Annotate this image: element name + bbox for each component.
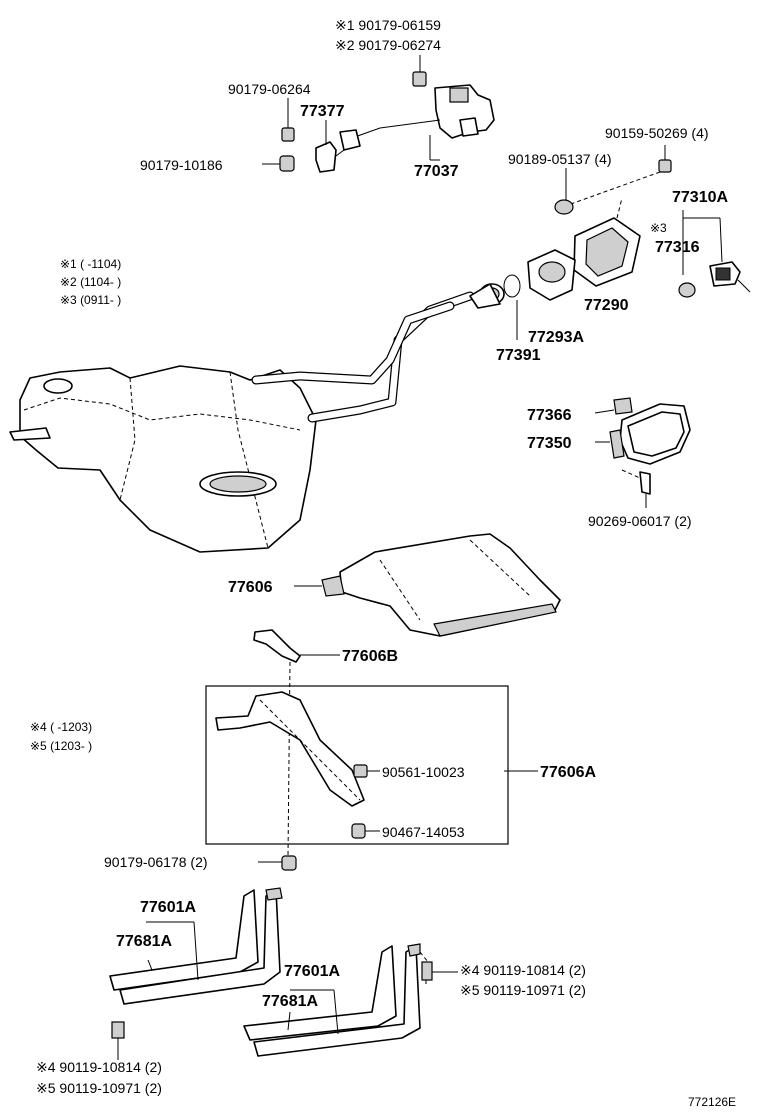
fuel-lid-door: [594, 397, 691, 508]
label-90561-10023: 90561-10023: [382, 764, 465, 780]
label-90179-06264: 90179-06264: [228, 81, 311, 97]
part-labels: ※1 90179-06159 ※2 90179-06274 90179-0626…: [36, 17, 728, 1096]
figure-code: 772126E: [688, 1095, 736, 1109]
heat-insulator: [294, 533, 561, 637]
label-90269-06017: 90269-06017 (2): [588, 513, 692, 529]
note-3: ※3 (0911- ): [60, 293, 121, 307]
label-90119-10814-left: ※4 90119-10814 (2): [36, 1059, 162, 1075]
label-77293a: 77293A: [528, 329, 584, 346]
label-77681a-right: 77681A: [262, 993, 318, 1010]
label-77290: 77290: [584, 297, 629, 314]
note-1: ※1 ( -1104): [60, 257, 121, 271]
label-77310a: 77310A: [672, 189, 728, 206]
label-77377: 77377: [300, 103, 345, 120]
label-77601a-left: 77601A: [140, 899, 196, 916]
label-90179-10186: 90179-10186: [140, 157, 223, 173]
label-77366: 77366: [527, 407, 572, 424]
label-77606b: 77606B: [342, 648, 398, 665]
note-4: ※4 ( -1203): [30, 720, 92, 734]
label-90179-06274: ※2 90179-06274: [335, 37, 441, 53]
fuel-tank: [9, 283, 505, 553]
note-5: ※5 (1203- ): [30, 739, 92, 753]
fuel-sender-cable-assembly: [262, 55, 495, 173]
label-90119-10971-left: ※5 90119-10971 (2): [36, 1080, 162, 1096]
label-90189-05137: 90189-05137 (4): [508, 151, 612, 167]
label-77606: 77606: [228, 579, 273, 596]
label-90179-06178: 90179-06178 (2): [104, 854, 208, 870]
note-2: ※2 (1104- ): [60, 275, 121, 289]
label-77037: 77037: [414, 163, 459, 180]
label-77316-mark: ※3: [650, 221, 667, 235]
label-90159-50269: 90159-50269 (4): [605, 125, 709, 141]
label-77606a: 77606A: [540, 764, 596, 781]
label-77601a-right: 77601A: [284, 963, 340, 980]
label-77316: 77316: [655, 239, 700, 256]
label-90467-14053: 90467-14053: [382, 824, 465, 840]
label-90119-10971-right: ※5 90119-10971 (2): [460, 982, 586, 998]
protector-77606b: [253, 629, 340, 857]
tank-straps-left: [109, 887, 283, 1005]
label-77681a-left: 77681A: [116, 933, 172, 950]
tank-straps-right: [111, 943, 458, 1060]
bracket-assembly-77606a: [205, 685, 538, 871]
label-77391: 77391: [496, 347, 541, 364]
label-77350: 77350: [527, 435, 572, 452]
label-90179-06159: ※1 90179-06159: [335, 17, 441, 33]
label-90119-10814-right: ※4 90119-10814 (2): [460, 962, 586, 978]
fuel-filler-lid-assembly: [503, 145, 751, 340]
applicability-notes: ※1 ( -1104) ※2 (1104- ) ※3 (0911- ) ※4 (…: [30, 257, 121, 753]
